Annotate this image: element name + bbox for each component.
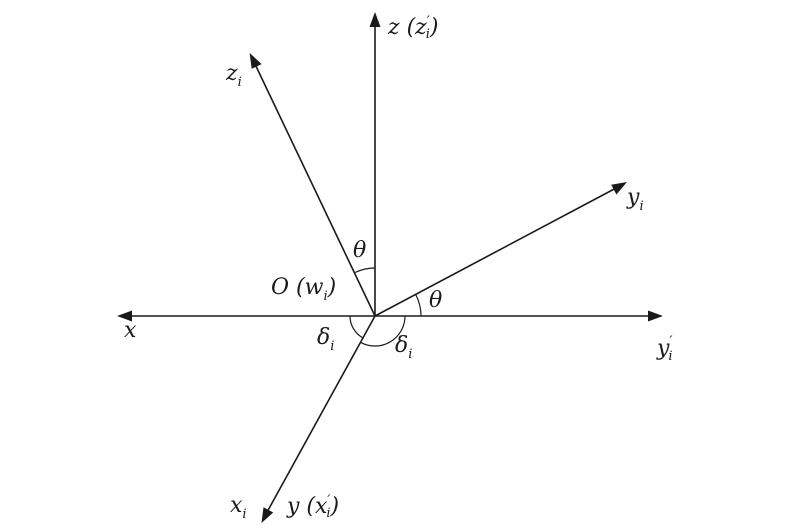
label-z-axis: z (z′i) (387, 14, 438, 42)
label-y-i-prime-axis: y′i (656, 334, 673, 364)
label-z-i-axis: zi (225, 61, 242, 90)
axis-x-i-arrowhead (261, 507, 274, 523)
axis-z-i-arrowhead (249, 52, 262, 69)
axis-y-i-prime-arrowhead (648, 310, 663, 322)
label-angle-delta-right: δi (395, 333, 412, 362)
axis-x-i (265, 315, 376, 515)
label-x-i-axis: xi (230, 493, 247, 522)
label-angle-theta-top: θ (353, 238, 366, 263)
axis-x-arrowhead (117, 310, 132, 322)
label-y-axis: y (x′i) (286, 493, 339, 521)
angle-theta-right-arc (415, 294, 422, 317)
axis-y-i (374, 186, 619, 317)
angle-theta-top-arc (354, 267, 376, 274)
label-x-axis: x (124, 318, 137, 343)
label-angle-delta-left: δi (317, 325, 334, 354)
angle-delta-right-arc (360, 315, 406, 347)
angle-delta-left-arc (349, 315, 364, 339)
label-origin: O (wi) (271, 275, 336, 304)
axis-z-arrowhead (369, 12, 381, 27)
axis-z-i (253, 61, 376, 317)
axis-y-i-arrowhead (611, 182, 627, 195)
label-angle-theta-right: θ (429, 288, 442, 313)
label-y-i-axis: yi (626, 185, 644, 214)
